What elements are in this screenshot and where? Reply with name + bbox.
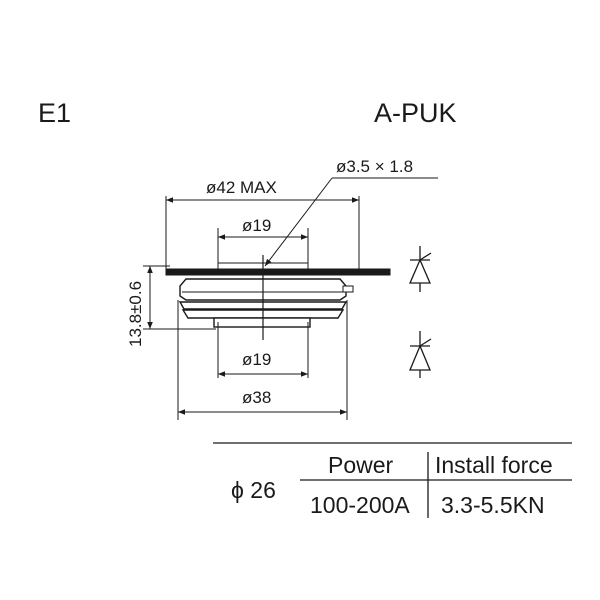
install-force-header: Install force [435,452,553,478]
package-label: A-PUK [374,98,457,128]
diameter-label: ϕ 26 [231,477,276,503]
outer-diameter-label: ø42 MAX [206,178,277,197]
thyristor-icon-upper [409,246,432,292]
base-diameter-label: ø38 [242,388,271,407]
model-label: E1 [38,98,72,128]
spec-table-lines [213,442,572,518]
install-force-value: 3.3-5.5KN [441,492,545,518]
device-outline [165,262,391,328]
thyristor-icon-lower [409,331,432,378]
bottom-contact-diameter-label: ø19 [242,350,271,369]
height-label: 13.8±0.6 [126,281,145,347]
top-contact-diameter-label: ø19 [242,216,271,235]
power-header: Power [328,452,394,478]
hole-dimension-label: ø3.5 × 1.8 [336,157,413,176]
power-value: 100-200A [310,492,410,518]
